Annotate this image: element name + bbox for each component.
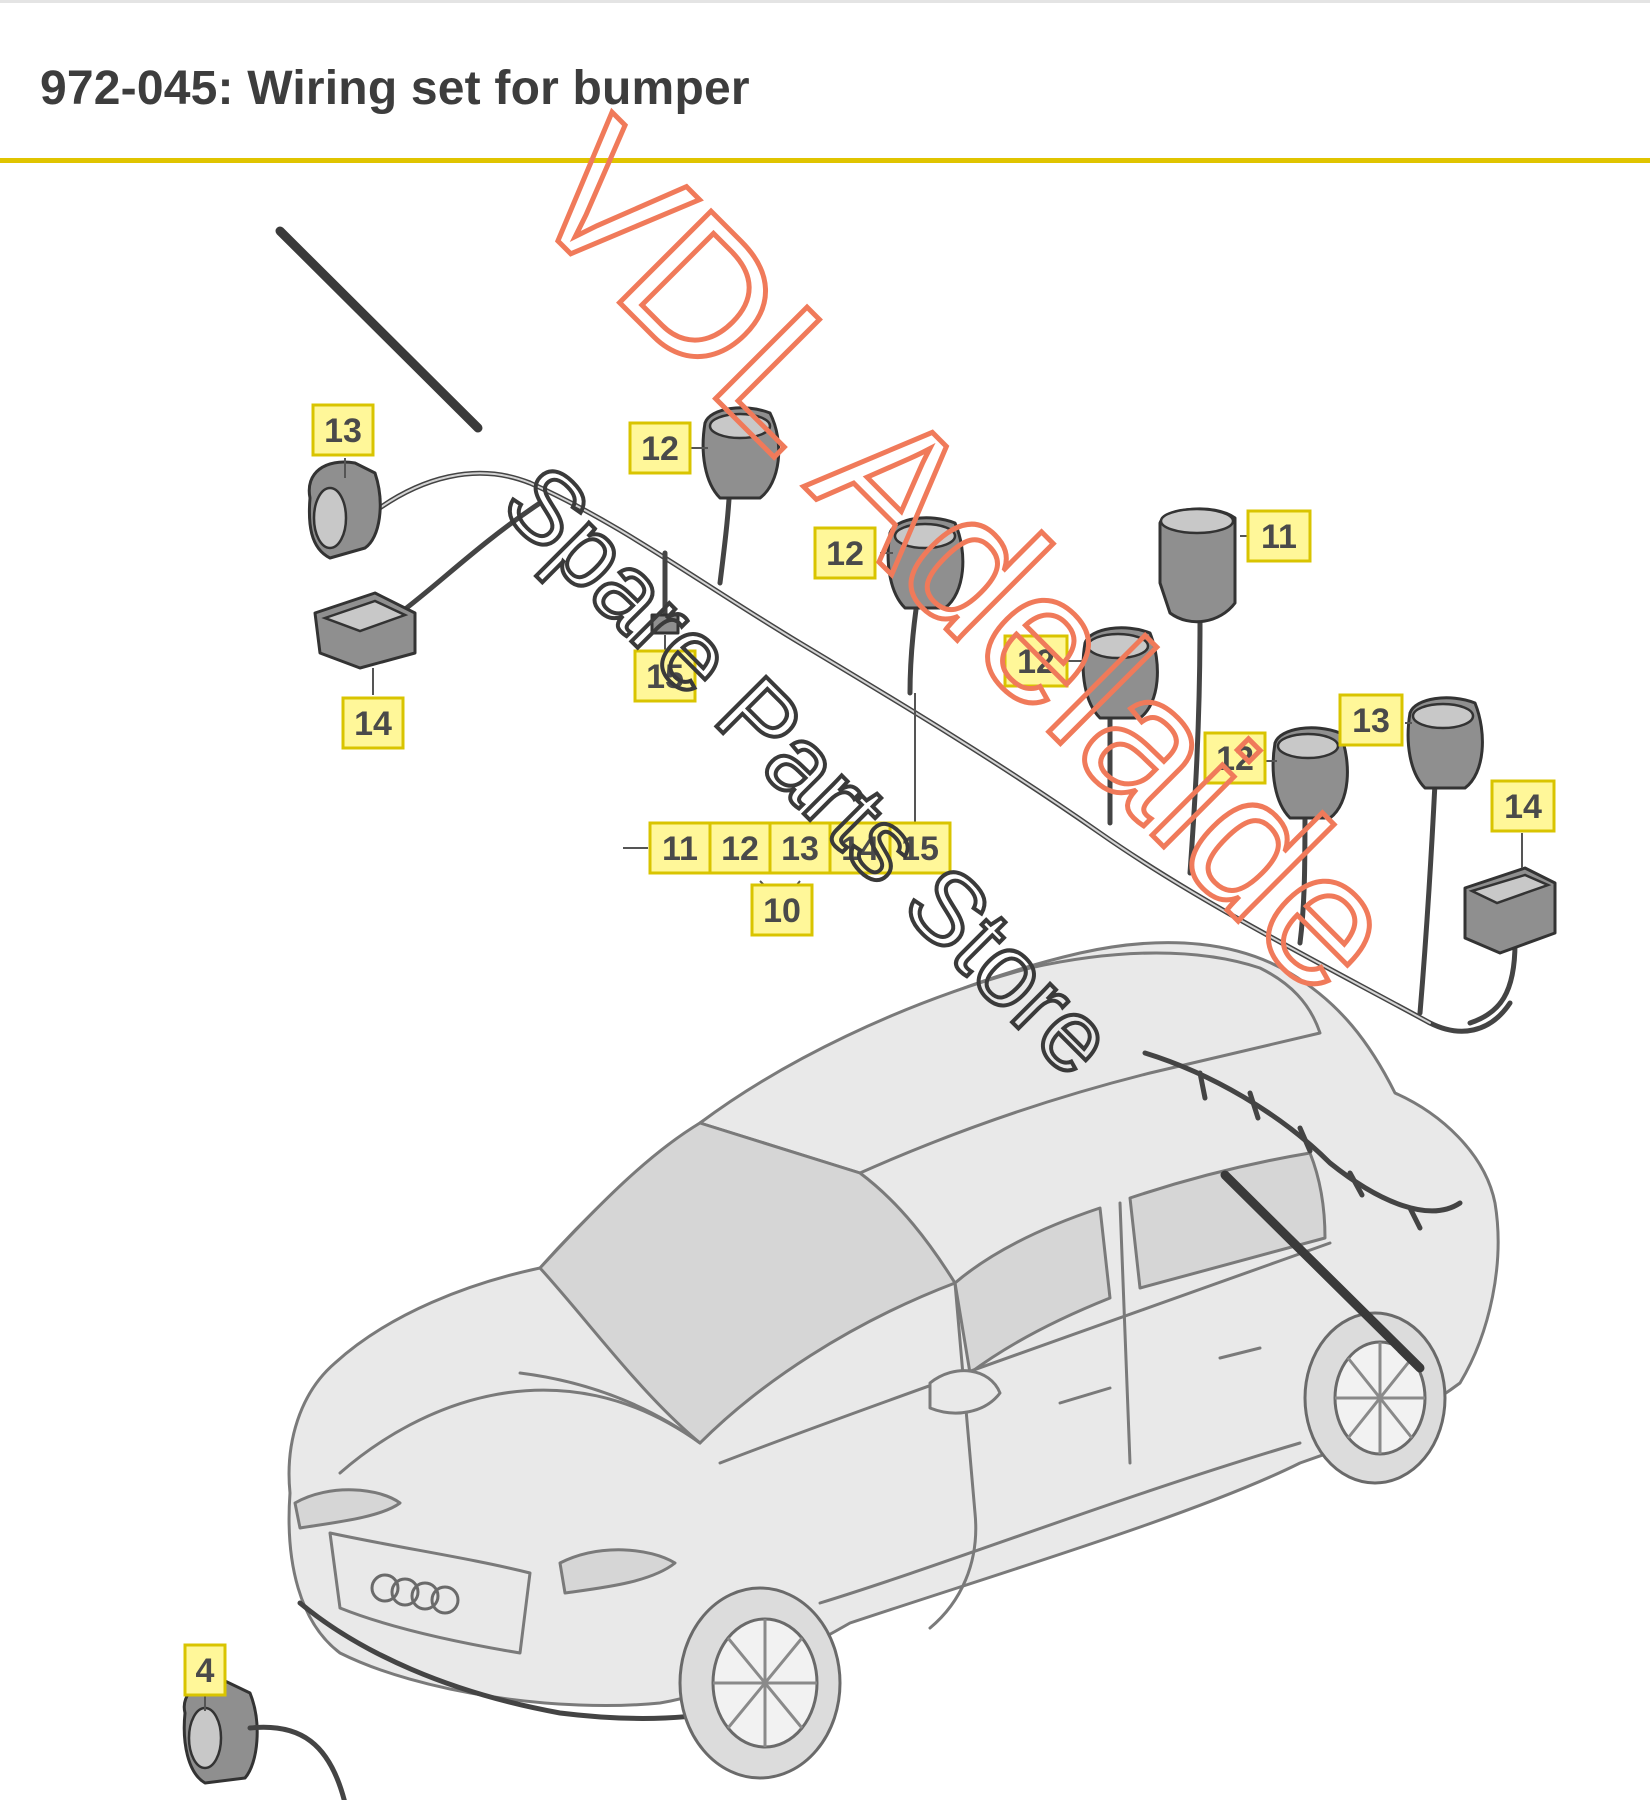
callout-10: 10 <box>750 883 814 937</box>
callout-group-11: 11 <box>648 821 712 875</box>
svg-text:12: 12 <box>721 830 759 868</box>
callout-13-left: 13 <box>311 403 375 457</box>
clip-15 <box>650 613 680 635</box>
connector-14-right <box>1463 866 1557 955</box>
wiring-harness <box>357 470 1518 1034</box>
car-headlight-right <box>558 1548 677 1595</box>
watermark-stroke-bottom <box>1220 1170 1425 1373</box>
connector-12-b <box>886 516 965 610</box>
callout-12-a: 12 <box>628 421 692 475</box>
car-grille <box>328 1531 532 1655</box>
svg-text:14: 14 <box>354 705 392 743</box>
header: 972-045: Wiring set for bumper <box>0 3 1650 163</box>
car-rear-harness-clips <box>1197 1070 1423 1231</box>
connector-12-c <box>1081 626 1159 720</box>
connector-11 <box>1158 507 1237 624</box>
connector-13-right <box>1406 696 1484 790</box>
car-front-wheel <box>678 1586 842 1780</box>
car-windshield <box>538 1121 957 1445</box>
callout-group-15: 15 <box>888 821 952 875</box>
callout-14-right: 14 <box>1490 779 1556 833</box>
car-door-handle-front <box>1058 1386 1112 1405</box>
car-hood <box>338 1388 702 1475</box>
connector-12-a <box>701 406 781 500</box>
car-side-mirror <box>928 1369 1002 1415</box>
car-door-line-rear <box>1118 1201 1132 1465</box>
svg-text:14: 14 <box>1504 788 1542 826</box>
callout-12-d: 12 <box>1203 731 1267 785</box>
car-hood-line <box>518 1371 702 1445</box>
svg-text:12: 12 <box>1216 740 1254 778</box>
svg-text:14: 14 <box>841 830 879 868</box>
car-door-line-front <box>928 1281 978 1630</box>
callout-group-14: 14 <box>828 821 892 875</box>
connector-13-left <box>307 460 382 560</box>
car-sill <box>818 1441 1302 1605</box>
callout-12-c: 12 <box>1003 634 1069 688</box>
parts-diagram: 13 14 12 15 12 11 12 12 <box>182 80 1557 1800</box>
callout-15: 15 <box>633 649 697 703</box>
svg-text:4: 4 <box>196 1652 215 1690</box>
car-door-handle-rear <box>1218 1346 1262 1360</box>
svg-text:15: 15 <box>646 658 684 696</box>
svg-text:11: 11 <box>662 830 698 868</box>
svg-text:10: 10 <box>763 892 801 930</box>
callout-13-right: 13 <box>1338 693 1404 747</box>
car-grille-rings <box>370 1573 460 1615</box>
car-rear-wheel <box>1303 1311 1447 1485</box>
callout-14-left: 14 <box>341 696 405 750</box>
svg-text:12: 12 <box>1017 643 1055 681</box>
car-front-side-window <box>953 1206 1112 1375</box>
callout-group: 11 12 13 14 15 <box>648 821 952 875</box>
svg-text:12: 12 <box>641 430 679 468</box>
svg-text:13: 13 <box>781 830 819 868</box>
svg-text:15: 15 <box>901 830 939 868</box>
page-title: 972-045: Wiring set for bumper <box>40 62 750 115</box>
svg-text:12: 12 <box>826 535 864 573</box>
svg-text:13: 13 <box>1352 702 1390 740</box>
callout-4: 4 <box>183 1643 227 1697</box>
svg-text:11: 11 <box>1261 518 1297 556</box>
callout-12-b: 12 <box>813 526 877 580</box>
watermark-stroke-top <box>275 226 483 433</box>
callout-11: 11 <box>1246 509 1312 563</box>
svg-text:13: 13 <box>324 412 362 450</box>
connector-14-left <box>313 591 417 670</box>
callout-group-12: 12 <box>708 821 772 875</box>
connector-4 <box>182 1679 347 1800</box>
car-headlight-left <box>293 1488 402 1530</box>
connector-12-d <box>1271 726 1349 820</box>
car-roof <box>698 951 1322 1175</box>
car-illustration <box>287 941 1500 1780</box>
